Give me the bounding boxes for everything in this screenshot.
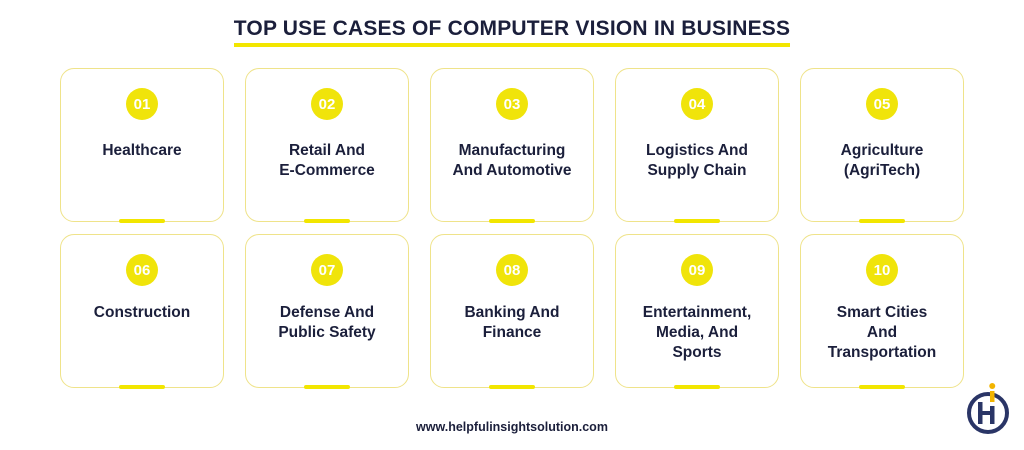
card-label-line: Smart Cities <box>836 304 928 321</box>
card-label-line: (AgriTech) <box>843 162 921 179</box>
card-label: Banking And Finance <box>435 303 589 343</box>
card-label-line: Public Safety <box>278 324 376 341</box>
use-case-card-04: 04 Logistics And Supply Chain <box>615 68 779 223</box>
number-badge: 04 <box>681 88 713 120</box>
use-case-card-08: 08 Banking And Finance <box>430 234 594 389</box>
brand-logo-graphic <box>967 383 1009 434</box>
number-badge: 01 <box>126 88 158 120</box>
card-label: Retail And E-Commerce <box>250 141 404 181</box>
card-label: Logistics And Supply Chain <box>620 141 774 181</box>
use-case-card-09: 09 Entertainment, Media, And Sports <box>615 234 779 389</box>
use-case-card-03: 03 Manufacturing And Automotive <box>430 68 594 223</box>
card-label: Entertainment, Media, And Sports <box>620 303 774 363</box>
card-label: Defense And Public Safety <box>250 303 404 343</box>
number-badge: 07 <box>311 254 343 286</box>
number-badge: 10 <box>866 254 898 286</box>
use-case-grid: 01 Healthcare 02 Retail And E-Commerce 0… <box>60 68 964 389</box>
number-badge: 02 <box>311 88 343 120</box>
card-label-line: And Automotive <box>452 162 572 179</box>
card-label-line: Logistics And <box>646 142 748 159</box>
card-label-line: Defense And <box>279 304 375 321</box>
use-case-card-06: 06 Construction <box>60 234 224 389</box>
number-badge: 08 <box>496 254 528 286</box>
card-label-line: Manufacturing <box>458 142 566 159</box>
page-title: TOP USE CASES OF COMPUTER VISION IN BUSI… <box>233 16 791 47</box>
card-label-line: Entertainment, <box>642 304 752 321</box>
card-label-line: Media, And <box>655 324 739 341</box>
number-badge: 05 <box>866 88 898 120</box>
card-label-line: Construction <box>93 304 191 321</box>
card-label-line: Finance <box>482 324 542 341</box>
card-label-line: Sports <box>672 344 722 361</box>
number-badge: 03 <box>496 88 528 120</box>
card-label: Manufacturing And Automotive <box>435 141 589 181</box>
card-label-line: Agriculture <box>840 142 924 159</box>
card-label-line: Supply Chain <box>647 162 747 179</box>
use-case-card-07: 07 Defense And Public Safety <box>245 234 409 389</box>
use-case-card-01: 01 Healthcare <box>60 68 224 223</box>
card-label-line: E-Commerce <box>279 162 375 179</box>
card-label: Smart Cities And Transportation <box>805 303 959 363</box>
card-label-line: And <box>866 324 898 341</box>
card-label: Healthcare <box>65 141 219 161</box>
page-title-wrap: TOP USE CASES OF COMPUTER VISION IN BUSI… <box>0 16 1024 47</box>
footer-url[interactable]: www.helpfulinsightsolution.com <box>416 420 608 434</box>
card-label-line: Healthcare <box>102 142 182 159</box>
card-label-line: Retail And <box>288 142 366 159</box>
number-badge: 06 <box>126 254 158 286</box>
number-badge: 09 <box>681 254 713 286</box>
card-label: Agriculture (AgriTech) <box>805 141 959 181</box>
use-case-card-02: 02 Retail And E-Commerce <box>245 68 409 223</box>
card-label: Construction <box>65 303 219 323</box>
use-case-card-10: 10 Smart Cities And Transportation <box>800 234 964 389</box>
use-case-card-05: 05 Agriculture (AgriTech) <box>800 68 964 223</box>
brand-logo-icon <box>965 382 1011 434</box>
card-label-line: Transportation <box>827 344 937 361</box>
card-label-line: Banking And <box>464 304 560 321</box>
